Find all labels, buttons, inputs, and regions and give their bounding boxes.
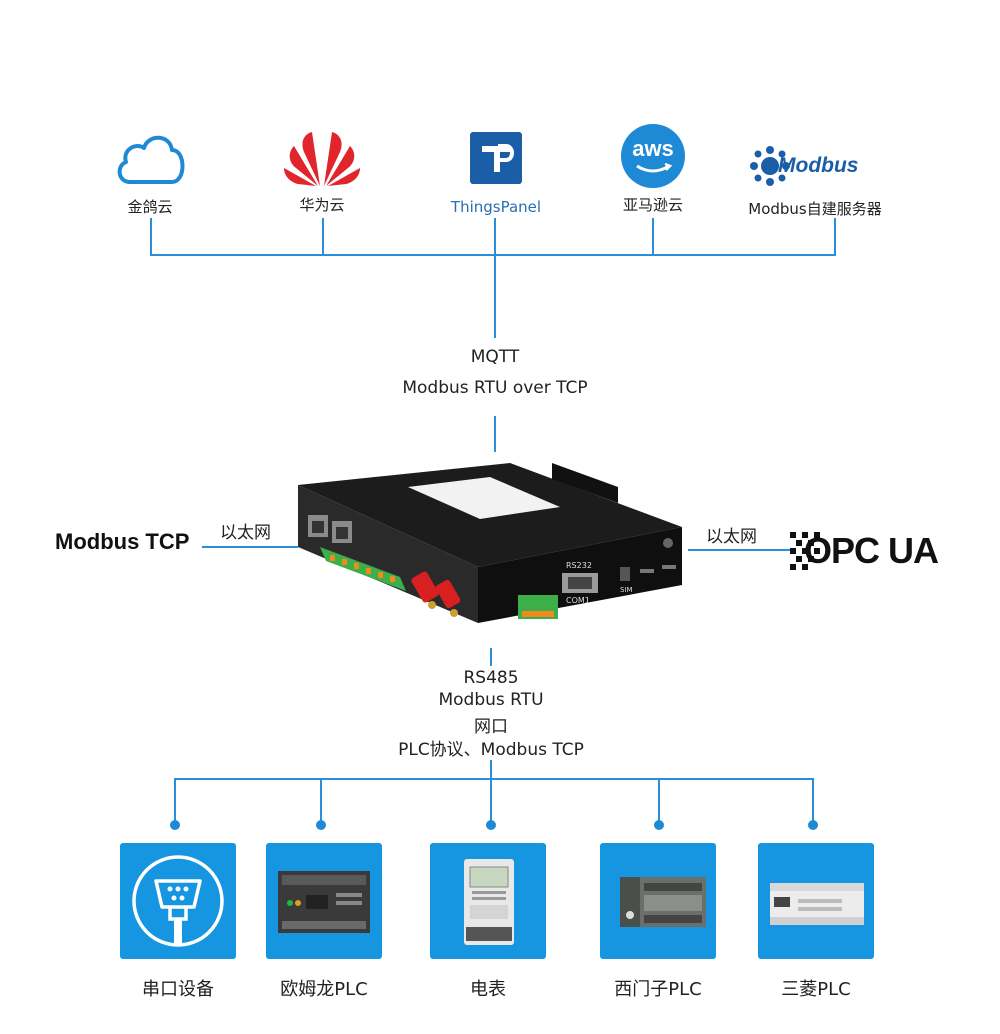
cloud-label: 金鸽云	[127, 198, 173, 216]
device-label: 西门子PLC	[614, 979, 702, 1000]
connector-line	[494, 218, 496, 256]
thingspanel-logo	[470, 132, 522, 184]
connector-line	[490, 778, 492, 822]
device-label: 串口设备	[142, 979, 214, 1000]
port-label-rs232: RS232	[566, 561, 592, 570]
huawei-logo	[284, 132, 360, 186]
electric-meter-icon	[464, 859, 514, 945]
connector-dot	[654, 820, 664, 830]
connector-line	[150, 254, 836, 256]
port-label-sim: SIM	[620, 586, 633, 594]
cloud-label: ThingsPanel	[450, 198, 542, 216]
connector-line	[150, 218, 152, 256]
protocol-network-port: 网口	[474, 717, 508, 737]
cloud-label: 华为云	[299, 196, 345, 214]
iot-gateway-device: RS232 COM1 SIM	[290, 455, 690, 650]
protocol-plc-modbus-tcp: PLC协议、Modbus TCP	[398, 740, 584, 760]
connector-dot	[808, 820, 818, 830]
protocol-modbus-rtu-over-tcp: Modbus RTU over TCP	[402, 378, 588, 398]
connector-line	[490, 648, 492, 666]
siemens-plc-icon	[620, 877, 706, 927]
opc-ua-logo: OPC UA	[790, 530, 960, 574]
device-tile-meter	[430, 843, 546, 959]
cloud-aws: aws 亚马逊云	[606, 124, 700, 218]
aws-logo: aws	[621, 124, 685, 188]
device-tile-mitsubishi	[758, 843, 874, 959]
omron-plc-icon	[278, 871, 370, 933]
cloud-huawei: 华为云	[272, 128, 372, 218]
cloud-label: Modbus自建服务器	[748, 200, 882, 218]
ethernet-label-right: 以太网	[706, 527, 757, 547]
device-label: 电表	[470, 979, 506, 1000]
device-tile-siemens	[600, 843, 716, 959]
connector-line	[174, 778, 814, 780]
connector-line	[494, 254, 496, 338]
device-label: 欧姆龙PLC	[280, 979, 368, 1000]
device-tile-omron	[266, 843, 382, 959]
connector-line	[658, 778, 660, 822]
connector-line	[688, 549, 792, 551]
protocol-mqtt: MQTT	[470, 347, 520, 367]
mitsubishi-plc-icon	[770, 883, 864, 925]
connector-line	[174, 778, 176, 822]
protocol-rs485: RS485	[463, 668, 519, 688]
connector-line	[834, 218, 836, 256]
connector-line	[320, 778, 322, 822]
connector-line	[494, 416, 496, 452]
serial-port-icon	[132, 855, 224, 947]
cloud-label: 亚马逊云	[622, 196, 683, 214]
modbus-logo: Modbus	[748, 144, 882, 188]
device-label: 三菱PLC	[781, 979, 851, 1000]
connector-line	[322, 218, 324, 256]
connector-line	[812, 778, 814, 822]
cloud-jinge: 金鸽云	[108, 128, 192, 218]
connector-line	[202, 546, 298, 548]
connector-line	[652, 218, 654, 256]
cloud-modbus: Modbus Modbus自建服务器	[740, 140, 890, 220]
protocol-modbus-rtu: Modbus RTU	[438, 690, 544, 710]
connector-line	[490, 760, 492, 780]
cloud-icon	[117, 135, 185, 184]
connector-dot	[316, 820, 326, 830]
cloud-thingspanel: ThingsPanel	[436, 128, 556, 218]
port-label-com1: COM1	[566, 596, 590, 605]
device-tile-serial	[120, 843, 236, 959]
connector-dot	[170, 820, 180, 830]
modbus-tcp-title: Modbus TCP	[55, 529, 190, 554]
ethernet-label-left: 以太网	[220, 523, 271, 543]
connector-dot	[486, 820, 496, 830]
